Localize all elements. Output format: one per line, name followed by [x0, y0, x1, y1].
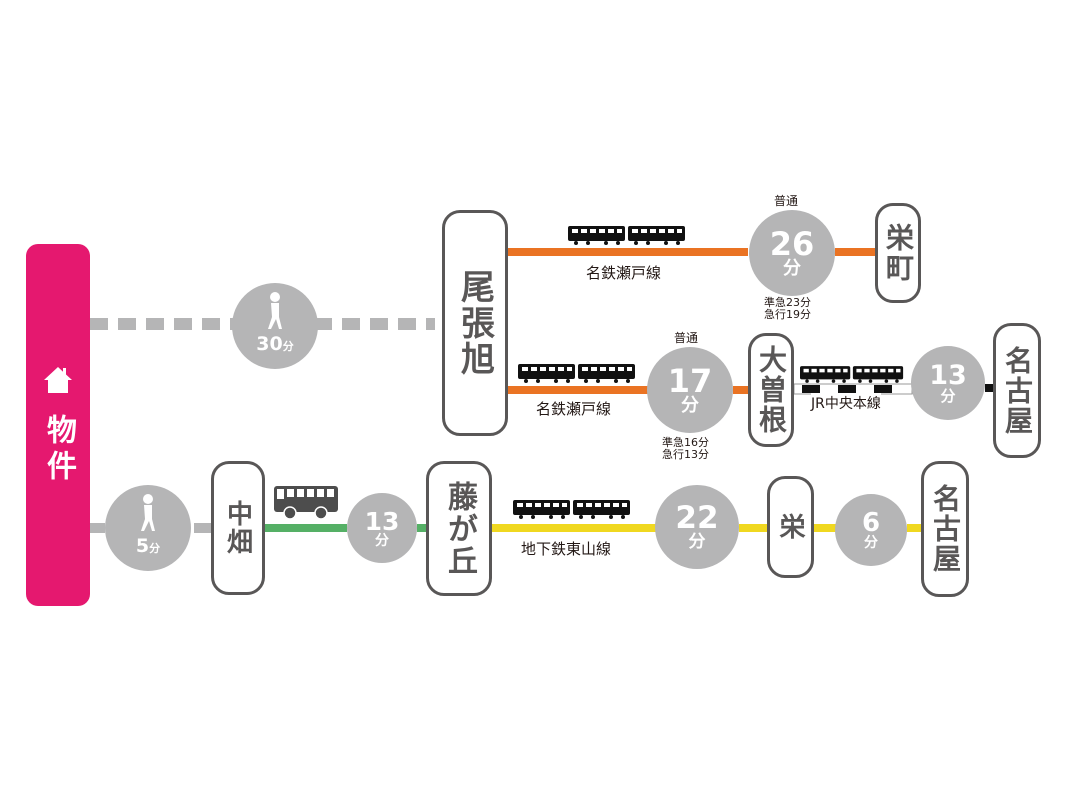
- walk-5-circle: 5分: [105, 485, 191, 571]
- walking-person-icon: [141, 494, 155, 531]
- meitetsu-line-name-upper: 名鉄瀬戸線: [586, 264, 662, 282]
- minutes-13-jr: 13: [929, 360, 967, 391]
- express-time: 急行13分: [662, 448, 709, 461]
- station-ozone[interactable]: 大曽根: [748, 333, 794, 447]
- station-nakahata[interactable]: 中畑: [211, 461, 265, 595]
- time-circle-13-bus: 13 分: [347, 493, 417, 563]
- time-circle-26: 26 分: [749, 210, 835, 296]
- station-fujigaoka-label: 藤が丘: [442, 480, 477, 577]
- express-time: 急行19分: [764, 308, 811, 321]
- unit-13-bus: 分: [375, 532, 389, 549]
- minutes-6: 6: [861, 508, 881, 538]
- jr-line-end: [985, 384, 993, 392]
- meitetsu-line-lower-end: [733, 386, 748, 394]
- station-nagoya-jr-label: 名古屋: [1001, 345, 1034, 436]
- train-icon: [518, 364, 635, 383]
- walk-line-start: [90, 523, 105, 533]
- train-icon: [513, 500, 630, 519]
- walking-person-icon: [268, 292, 282, 329]
- unit-26: 分: [783, 258, 801, 279]
- station-nagoya-jr[interactable]: 名古屋: [993, 323, 1041, 458]
- house-icon: [44, 367, 72, 393]
- time-circle-13-jr: 13 分: [911, 346, 985, 420]
- time-circle-17: 17 分: [647, 347, 733, 433]
- meitetsu-line-upper-end: [835, 248, 875, 256]
- station-fujigaoka[interactable]: 藤が丘: [426, 461, 492, 596]
- express-times-lower: 準急16分 急行13分: [662, 437, 709, 461]
- walk-5-unit: 分: [149, 542, 161, 555]
- subway-line-name: 地下鉄東山線: [521, 540, 612, 558]
- service-type-upper: 普通: [774, 194, 799, 208]
- station-sakae[interactable]: 栄: [767, 476, 814, 578]
- service-type-lower: 普通: [674, 331, 699, 345]
- origin-label: 物件: [41, 414, 76, 486]
- unit-6: 分: [864, 535, 878, 551]
- station-owariasahi[interactable]: 尾張旭: [442, 210, 508, 436]
- time-circle-6: 6 分: [835, 494, 907, 566]
- semi-express-time: 準急23分: [764, 296, 811, 309]
- subway-line-mid2: [814, 524, 836, 532]
- walk-30-unit: 分: [282, 340, 294, 353]
- express-times-upper: 準急23分 急行19分: [764, 297, 811, 321]
- unit-13-jr: 分: [940, 387, 956, 405]
- subway-line: [492, 524, 657, 532]
- time-circle-22: 22 分: [655, 485, 739, 569]
- walk-5-minutes: 5: [135, 535, 150, 557]
- bus-icon: [274, 486, 338, 520]
- meitetsu-line-upper: [508, 248, 748, 256]
- train-icon: [568, 226, 685, 245]
- minutes-22: 22: [675, 500, 719, 536]
- station-nakahata-label: 中畑: [222, 500, 253, 556]
- station-ozone-label: 大曽根: [755, 345, 788, 435]
- origin-property-box: 物件: [26, 244, 90, 606]
- station-nagoya-subway-label: 名古屋: [929, 484, 962, 574]
- jr-line-name: JR中央本線: [811, 393, 881, 413]
- station-sakae-label: 栄: [775, 513, 805, 541]
- walk-30-circle: 30分: [232, 283, 318, 369]
- subway-line-end: [907, 524, 922, 532]
- unit-17: 分: [681, 395, 699, 416]
- station-sakaemachi[interactable]: 栄町: [875, 203, 921, 303]
- minutes-13-bus: 13: [364, 506, 400, 536]
- walk-30-minutes: 30: [256, 333, 283, 355]
- station-owariasahi-label: 尾張旭: [454, 269, 495, 377]
- meitetsu-line-lower: [508, 386, 648, 394]
- station-sakaemachi-label: 栄町: [882, 223, 915, 283]
- bus-line: [265, 524, 347, 532]
- train-icon: [800, 366, 904, 383]
- unit-22: 分: [688, 532, 706, 552]
- semi-express-time: 準急16分: [662, 436, 709, 449]
- bus-line-end: [417, 524, 427, 532]
- walk-line-end: [194, 523, 211, 533]
- station-nagoya-subway[interactable]: 名古屋: [921, 461, 969, 597]
- meitetsu-line-name-lower: 名鉄瀬戸線: [536, 400, 612, 418]
- minutes-26: 26: [769, 225, 815, 263]
- minutes-17: 17: [667, 362, 713, 400]
- subway-line-mid: [739, 524, 767, 532]
